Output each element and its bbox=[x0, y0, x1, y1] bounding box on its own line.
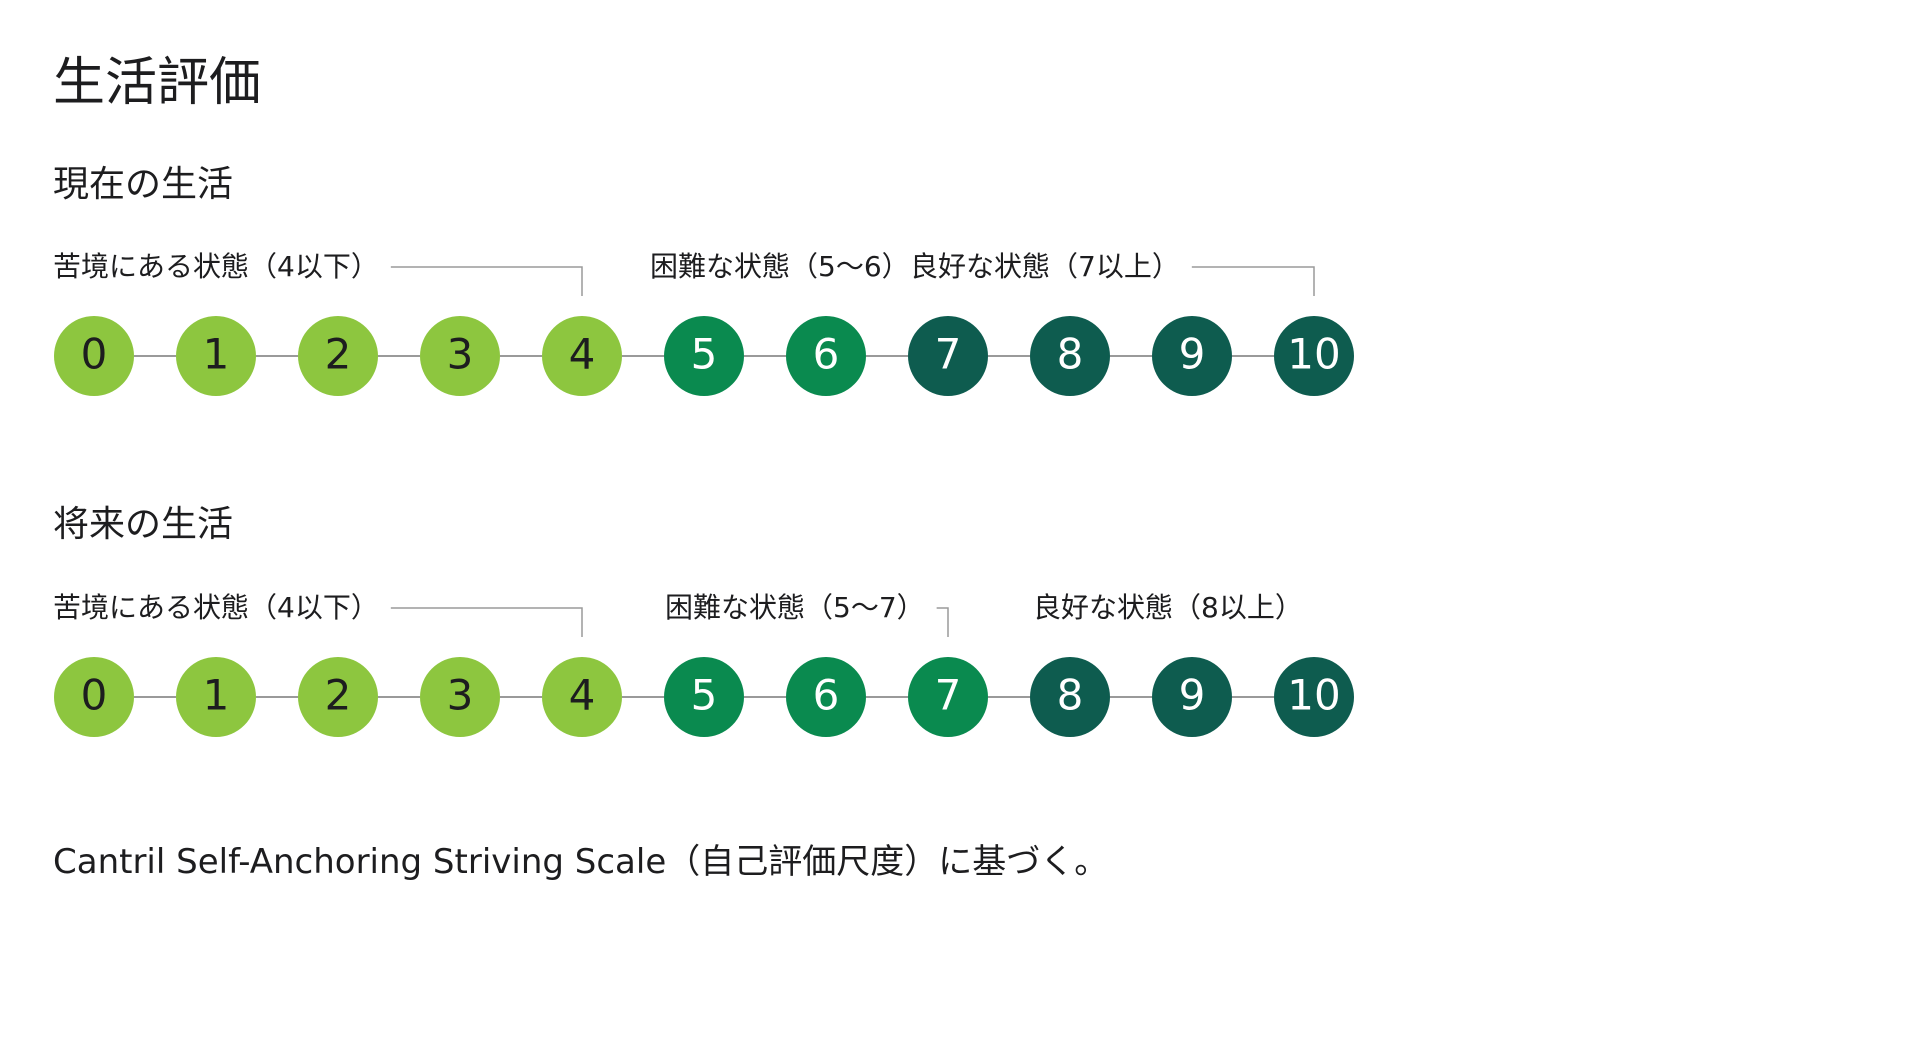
scale-number-current-1: 1 bbox=[203, 330, 230, 379]
scale-point-current-1 bbox=[176, 316, 256, 396]
scale-point-future-6 bbox=[786, 657, 866, 737]
page-title: 生活評価 bbox=[53, 53, 262, 113]
group-label-future-2: 良好な状態（8以上） bbox=[1033, 591, 1303, 624]
scale-point-future-7 bbox=[908, 657, 988, 737]
scale-number-future-7: 7 bbox=[935, 671, 962, 720]
group-bracket-current-0 bbox=[390, 266, 583, 296]
scale-number-current-6: 6 bbox=[813, 330, 840, 379]
scale-number-future-4: 4 bbox=[569, 671, 596, 720]
scale-point-current-0 bbox=[54, 316, 134, 396]
group-label-current-0: 苦境にある状態（4以下） bbox=[53, 250, 379, 283]
scale-number-current-4: 4 bbox=[569, 330, 596, 379]
scale-point-future-4 bbox=[542, 657, 622, 737]
group-bracket-future-1 bbox=[936, 607, 949, 637]
scale-point-future-9 bbox=[1152, 657, 1232, 737]
scale-point-future-5 bbox=[664, 657, 744, 737]
group-bracket-current-2 bbox=[1191, 266, 1315, 296]
scale-number-future-3: 3 bbox=[447, 671, 474, 720]
scale-number-future-6: 6 bbox=[813, 671, 840, 720]
group-label-current-2: 良好な状態（7以上） bbox=[910, 250, 1180, 283]
scale-point-future-0 bbox=[54, 657, 134, 737]
scale-point-current-2 bbox=[298, 316, 378, 396]
scale-point-current-3 bbox=[420, 316, 500, 396]
scale-point-future-3 bbox=[420, 657, 500, 737]
scale-point-future-2 bbox=[298, 657, 378, 737]
scale-number-current-2: 2 bbox=[325, 330, 352, 379]
scale-point-current-7 bbox=[908, 316, 988, 396]
scale-number-future-9: 9 bbox=[1179, 671, 1206, 720]
scale-point-current-8 bbox=[1030, 316, 1110, 396]
scale-number-current-8: 8 bbox=[1057, 330, 1084, 379]
scale-number-future-1: 1 bbox=[203, 671, 230, 720]
scale-point-current-5 bbox=[664, 316, 744, 396]
scale-number-future-2: 2 bbox=[325, 671, 352, 720]
scale-point-current-10 bbox=[1274, 316, 1354, 396]
scale-number-future-8: 8 bbox=[1057, 671, 1084, 720]
footnote: Cantril Self-Anchoring Striving Scale（自己… bbox=[53, 842, 1109, 882]
scale-number-current-7: 7 bbox=[935, 330, 962, 379]
scale-number-future-10: 10 bbox=[1287, 671, 1340, 720]
scale-number-current-9: 9 bbox=[1179, 330, 1206, 379]
scale-point-current-4 bbox=[542, 316, 622, 396]
group-label-current-1: 困難な状態（5〜6） bbox=[650, 250, 910, 283]
scale-number-current-3: 3 bbox=[447, 330, 474, 379]
scale-point-future-10 bbox=[1274, 657, 1354, 737]
scale-number-current-10: 10 bbox=[1287, 330, 1340, 379]
scale-point-current-9 bbox=[1152, 316, 1232, 396]
group-label-future-0: 苦境にある状態（4以下） bbox=[53, 591, 379, 624]
group-bracket-future-0 bbox=[390, 607, 583, 637]
scale-point-future-1 bbox=[176, 657, 256, 737]
scale-number-current-5: 5 bbox=[691, 330, 718, 379]
group-label-future-1: 困難な状態（5〜7） bbox=[665, 591, 925, 624]
scale-point-future-8 bbox=[1030, 657, 1110, 737]
scale-number-current-0: 0 bbox=[81, 330, 108, 379]
section-title-current: 現在の生活 bbox=[53, 164, 234, 205]
scale-number-future-5: 5 bbox=[691, 671, 718, 720]
scale-point-current-6 bbox=[786, 316, 866, 396]
section-title-future: 将来の生活 bbox=[53, 504, 234, 545]
scale-number-future-0: 0 bbox=[81, 671, 108, 720]
